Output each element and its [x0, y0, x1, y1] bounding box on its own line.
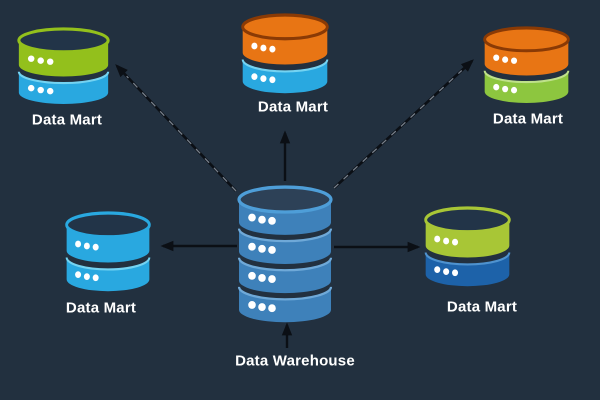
band-dot	[434, 266, 441, 274]
icons-layer	[17, 13, 570, 323]
band-dot	[37, 86, 44, 94]
band-dot	[268, 216, 276, 225]
arrow-dash-overlay	[126, 75, 237, 192]
band-rim	[483, 70, 570, 84]
label-data-mart-middle-left: Data Mart	[65, 299, 137, 317]
database-icon-data-mart-top-right	[483, 26, 570, 103]
database-top-ellipse	[17, 27, 110, 54]
database-band	[425, 219, 510, 258]
band-dot	[258, 215, 266, 224]
band-dot	[268, 275, 276, 284]
database-top-ellipse	[241, 13, 329, 41]
database-top-ellipse	[483, 26, 570, 53]
database-icon-data-mart-top-left	[17, 27, 110, 104]
band-dot	[493, 54, 500, 61]
label-data-mart-top-left: Data Mart	[31, 111, 103, 129]
band-dot	[452, 238, 459, 246]
edges-layer	[115, 59, 474, 348]
band-dot	[268, 246, 276, 254]
band-dot	[502, 56, 509, 63]
database-band	[66, 224, 150, 263]
label-data-mart-middle-right: Data Mart	[446, 298, 518, 316]
band-dot	[27, 55, 35, 62]
database-band	[239, 228, 331, 264]
database-band	[484, 70, 569, 103]
database-band	[484, 39, 569, 76]
band-dot	[493, 83, 500, 91]
label-data-mart-top-center: Data Mart	[257, 98, 329, 116]
database-band	[242, 59, 328, 94]
band-dot	[511, 86, 518, 94]
band-dot	[443, 237, 450, 245]
band-dot	[268, 304, 276, 313]
database-band	[18, 40, 109, 77]
database-band	[425, 252, 510, 287]
band-dot	[258, 273, 266, 282]
band-dot	[83, 242, 90, 250]
band-dot	[27, 84, 35, 92]
band-dot	[92, 274, 99, 282]
band-dot	[511, 57, 518, 64]
band-dot	[269, 45, 276, 53]
band-dot	[92, 243, 99, 251]
band-dot	[46, 87, 54, 95]
band-rim	[237, 228, 333, 243]
band-dot	[258, 303, 266, 311]
database-band	[18, 71, 109, 104]
database-band	[242, 26, 328, 65]
band-dot	[248, 300, 256, 309]
band-dot	[75, 240, 82, 248]
band-dot	[248, 242, 256, 251]
band-dot	[248, 271, 256, 280]
band-dot	[37, 57, 44, 64]
band-dot	[260, 75, 267, 83]
band-dot	[251, 73, 258, 81]
database-band	[66, 257, 150, 292]
band-dot	[260, 44, 267, 52]
database-band	[239, 257, 331, 294]
band-dot	[83, 273, 90, 281]
band-dot	[248, 213, 256, 222]
database-icon-data-warehouse	[237, 185, 333, 323]
band-dot	[452, 269, 459, 277]
band-dot	[269, 76, 276, 84]
band-dot	[443, 268, 450, 276]
label-data-warehouse: Data Warehouse	[235, 352, 355, 370]
database-icon-data-mart-middle-left	[65, 211, 151, 292]
band-dot	[75, 271, 82, 279]
band-rim	[241, 59, 329, 73]
database-band	[239, 286, 331, 323]
band-dot	[258, 244, 266, 253]
band-rim	[424, 252, 511, 266]
band-rim	[17, 71, 110, 85]
band-dot	[251, 42, 258, 50]
arrow-warehouse-to-data-mart-top-left	[115, 64, 237, 192]
band-rim	[65, 257, 151, 271]
database-icon-data-mart-middle-right	[424, 206, 511, 287]
band-dot	[46, 58, 54, 65]
database-top-ellipse	[65, 211, 151, 239]
band-rim	[237, 257, 333, 272]
band-dot	[502, 85, 509, 93]
arrow-dash-overlay	[333, 70, 463, 189]
database-top-ellipse	[424, 206, 511, 234]
database-top-ellipse	[237, 185, 333, 214]
band-rim	[237, 286, 333, 301]
label-data-mart-top-right: Data Mart	[492, 110, 564, 128]
arrow-warehouse-to-data-mart-top-right	[333, 59, 474, 189]
database-icon-data-mart-top-center	[241, 13, 329, 94]
database-band	[239, 199, 331, 235]
band-dot	[434, 235, 441, 243]
